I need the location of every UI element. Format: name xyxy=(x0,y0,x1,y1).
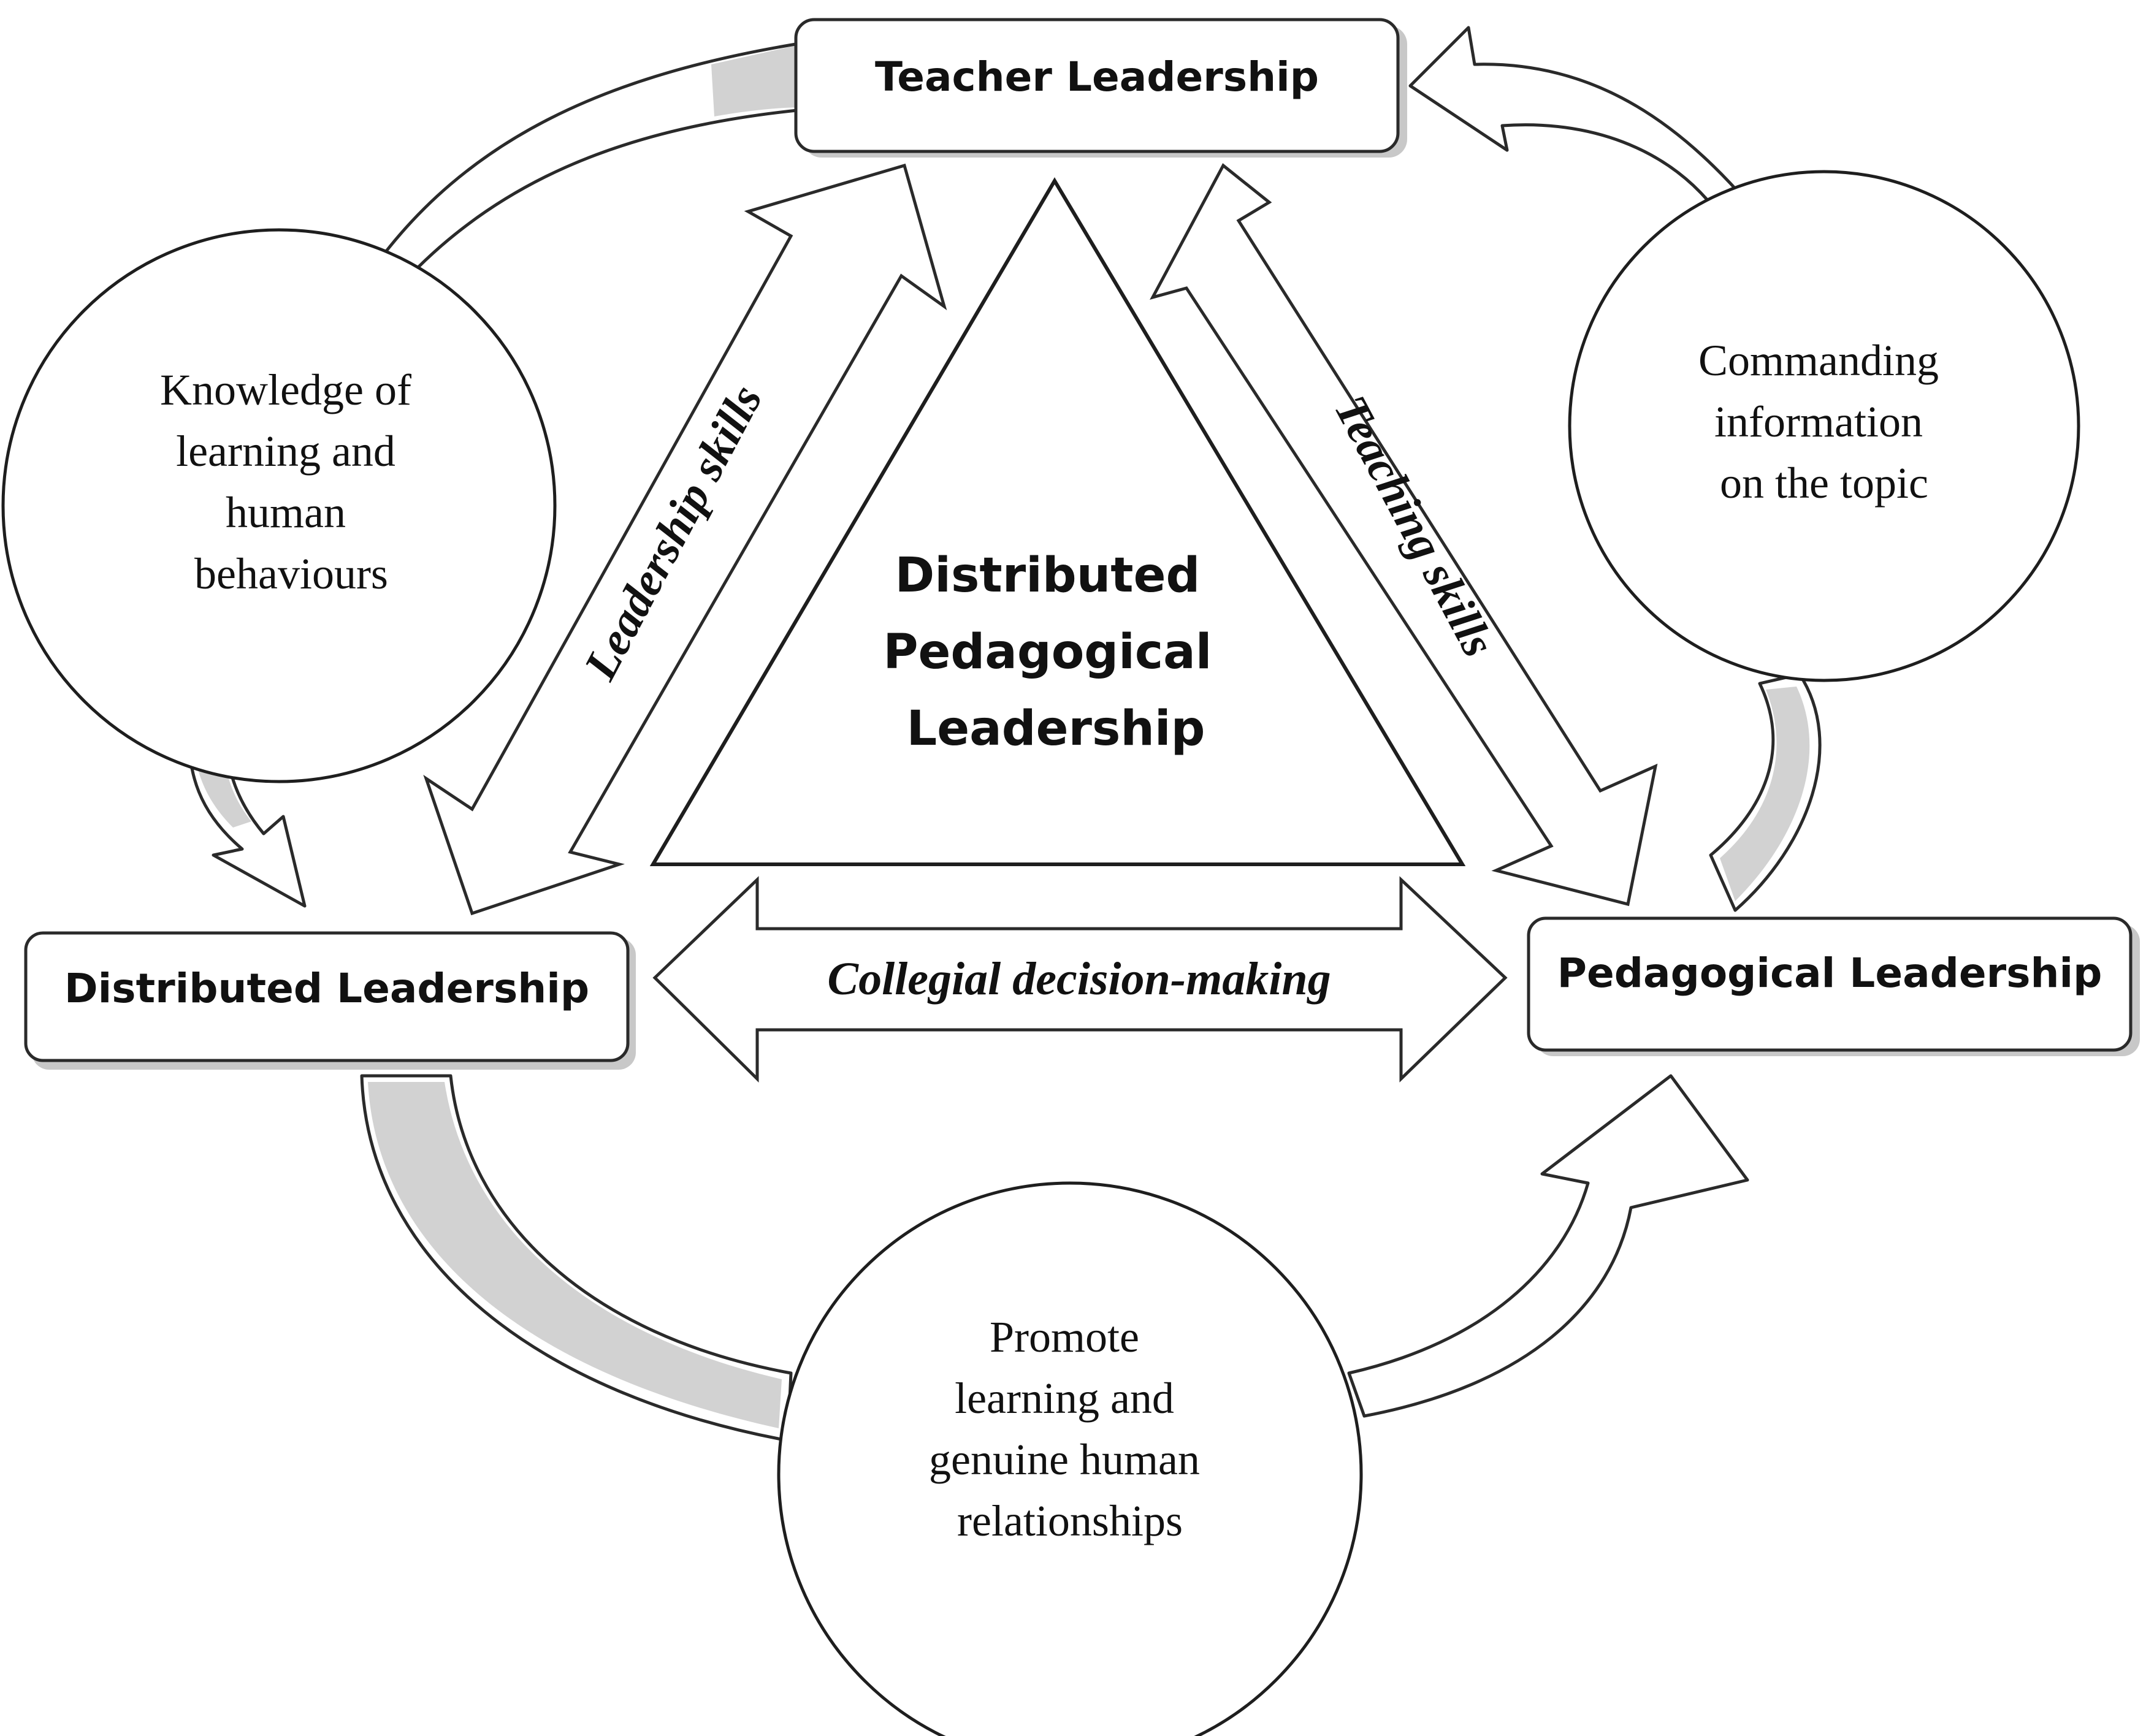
center-line-3: Leadership xyxy=(907,701,1205,756)
svg-text:Knowledge of learning an: Knowledge of learning and human behaviou… xyxy=(160,365,422,598)
promote-line-4: relationships xyxy=(957,1496,1183,1545)
circle-knowledge: Knowledge of learning and human behaviou… xyxy=(1,228,557,783)
center-line-2: Pedagogical xyxy=(883,625,1212,680)
box-pedagogical-leadership: Pedagogical Leadership xyxy=(1527,916,2140,1056)
commanding-line-1: Commanding xyxy=(1698,336,1939,385)
knowledge-line-3: human xyxy=(226,488,346,537)
commanding-line-2: information xyxy=(1714,397,1923,446)
promote-line-2: learning and xyxy=(955,1374,1174,1423)
promote-line-1: Promote xyxy=(990,1312,1139,1361)
arrow-collegial-decision-making: Collegial decision-making xyxy=(652,876,1508,1083)
svg-text:Commanding information: Commanding information on the topic xyxy=(1698,336,1950,508)
knowledge-line-4: behaviours xyxy=(194,549,388,598)
central-triangle: Distributed Pedagogical Leadership xyxy=(649,177,1466,866)
box-distributed-leadership: Distributed Leadership xyxy=(24,931,636,1070)
curve-commanding-to-teacher xyxy=(1408,26,1749,213)
promote-line-3: genuine human xyxy=(929,1435,1200,1484)
circle-commanding: Commanding information on the topic xyxy=(1568,170,2080,682)
pedagogical-leadership-label: Pedagogical Leadership xyxy=(1557,950,2102,997)
teacher-leadership-label: Teacher Leadership xyxy=(875,53,1319,101)
commanding-line-3: on the topic xyxy=(1720,459,1928,508)
svg-text:Promote learning and: Promote learning and genuine human relat… xyxy=(929,1312,1211,1545)
svg-text:Distributed Pedagogical: Distributed Pedagogical Leadership xyxy=(883,548,1228,756)
center-line-1: Distributed xyxy=(895,548,1201,603)
collegial-decision-making-label: Collegial decision-making xyxy=(827,953,1331,1005)
circle-promote: Promote learning and genuine human relat… xyxy=(777,1181,1363,1736)
curve-promote-to-pedagogical xyxy=(1347,1074,1749,1418)
box-teacher-leadership: Teacher Leadership xyxy=(794,18,1407,158)
curve-commanding-to-pedagogical xyxy=(1709,672,1822,912)
curve-knowledge-to-teacher xyxy=(366,41,805,293)
knowledge-line-1: Knowledge of xyxy=(160,365,411,414)
curve-distributed-to-promote xyxy=(360,1074,793,1442)
knowledge-line-2: learning and xyxy=(176,427,395,476)
distributed-leadership-label: Distributed Leadership xyxy=(64,965,589,1012)
